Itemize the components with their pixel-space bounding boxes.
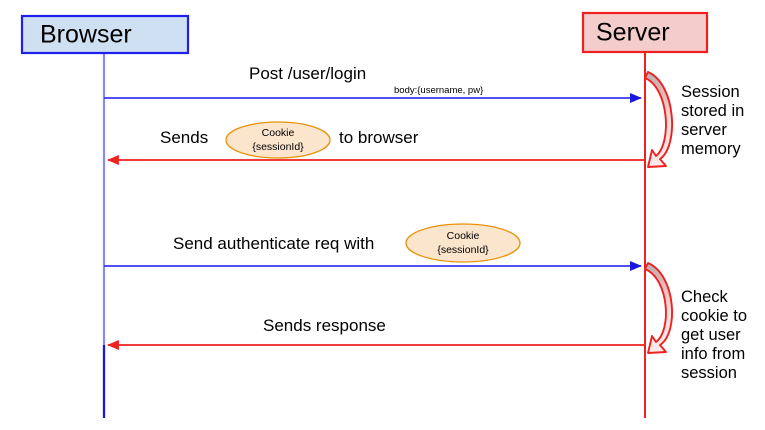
- note-line: cookie to: [681, 307, 747, 325]
- cookie-ellipse-2-line1: Cookie: [447, 230, 480, 242]
- participant-server-box[interactable]: [581, 11, 709, 54]
- cookie-ellipse-1[interactable]: Cookie {sessionId}: [225, 121, 331, 159]
- note-line: info from: [681, 345, 745, 363]
- message-post-login[interactable]: Post /user/login body:{username, pw}: [104, 64, 642, 103]
- self-loop-session-arc[interactable]: [644, 71, 673, 168]
- note-line: memory: [681, 140, 741, 158]
- message-send-cookie[interactable]: Sends to browser: [107, 128, 645, 165]
- cookie-ellipse-1-line2: {sessionId}: [252, 141, 304, 153]
- message-sends-response[interactable]: Sends response: [107, 316, 645, 350]
- self-loop-check-cookie-arc[interactable]: [644, 262, 673, 354]
- note-line: get user: [681, 326, 741, 344]
- note-line: Check: [681, 288, 729, 306]
- participant-browser-label: Browser: [40, 21, 132, 49]
- participant-browser[interactable]: Browser: [20, 14, 190, 55]
- message-send-cookie-label-after: to browser: [339, 128, 419, 147]
- self-loop-session[interactable]: Session stored in server memory: [644, 71, 749, 168]
- message-post-login-sub-label: body:{username, pw}: [394, 85, 483, 96]
- message-authenticate[interactable]: Send authenticate req with: [104, 234, 642, 271]
- message-send-cookie-label-before: Sends: [160, 128, 208, 147]
- cookie-ellipse-1-shape[interactable]: [225, 121, 331, 159]
- participant-server[interactable]: Server: [581, 11, 709, 54]
- participant-browser-box[interactable]: [20, 14, 190, 55]
- note-line: session: [681, 364, 737, 382]
- message-authenticate-label: Send authenticate req with: [173, 234, 374, 253]
- cookie-ellipse-2-line2: {sessionId}: [437, 244, 489, 256]
- cookie-ellipse-1-line1: Cookie: [262, 127, 295, 139]
- cookie-ellipse-2[interactable]: Cookie {sessionId}: [405, 223, 521, 263]
- self-loop-check-cookie-note: Check cookie to get user info from sessi…: [681, 288, 752, 382]
- note-line: Session: [681, 83, 740, 101]
- self-loop-check-cookie[interactable]: Check cookie to get user info from sessi…: [644, 262, 752, 382]
- note-line: server: [681, 121, 727, 139]
- cookie-ellipse-2-shape[interactable]: [405, 223, 521, 263]
- note-line: stored in: [681, 102, 744, 120]
- message-sends-response-label: Sends response: [263, 316, 386, 335]
- self-loop-session-note: Session stored in server memory: [681, 83, 749, 158]
- message-post-login-label: Post /user/login: [249, 64, 366, 83]
- participant-server-label: Server: [596, 19, 670, 47]
